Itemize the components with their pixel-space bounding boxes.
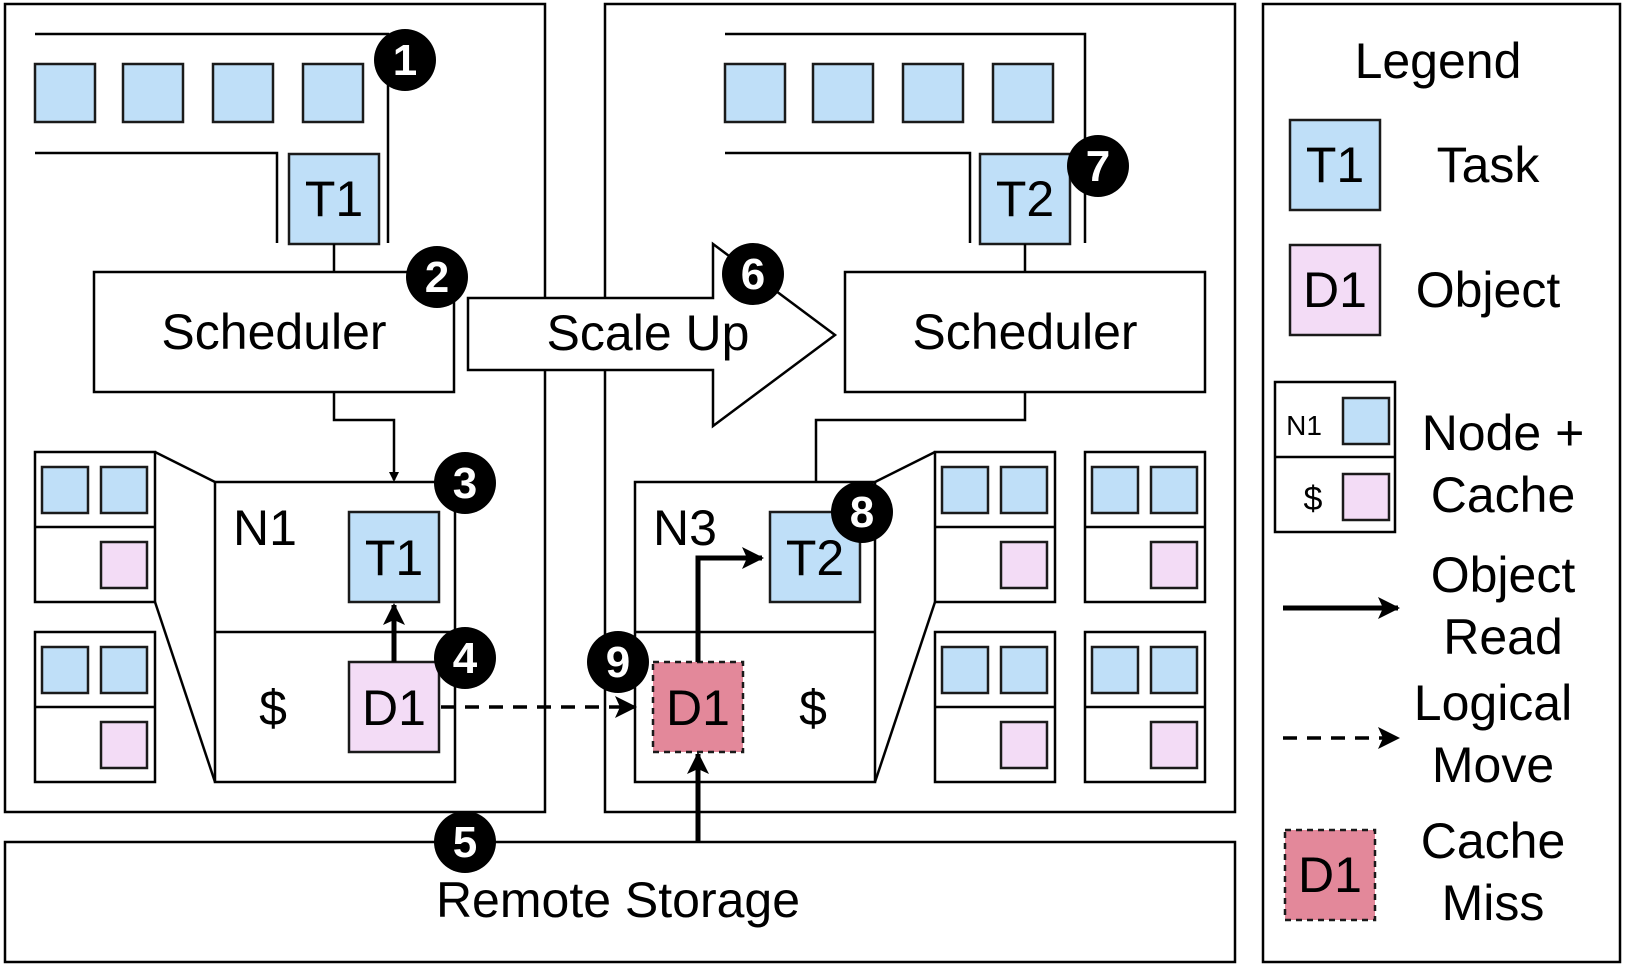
remote-storage-label: Remote Storage (436, 872, 800, 928)
right-task-queue: T2 (723, 32, 1087, 246)
left-scheduler-label: Scheduler (161, 304, 386, 360)
legend-title: Legend (1355, 33, 1522, 89)
object-d1-cached-label: D1 (362, 680, 426, 736)
legend-cache-miss-label-2: Miss (1442, 875, 1545, 931)
task-t1-queued (287, 152, 381, 246)
legend-object-label: Object (1416, 262, 1561, 318)
svg-text:3: 3 (453, 459, 477, 508)
task-t1-running (347, 510, 441, 604)
legend-cache-miss-label-1: Cache (1421, 813, 1566, 869)
svg-text:T1: T1 (1306, 137, 1364, 193)
queue-task (121, 62, 185, 124)
svg-text:4: 4 (453, 634, 478, 683)
svg-text:6: 6 (741, 250, 765, 299)
step-badge-3: 3 (434, 452, 496, 514)
step-badge-5: 5 (434, 811, 496, 873)
step-badge-7: 7 (1067, 135, 1129, 197)
left-scheduler (92, 270, 456, 394)
svg-text:1: 1 (393, 36, 417, 85)
step-badge-1: 1 (374, 29, 436, 91)
legend-logical-move-label-1: Logical (1414, 675, 1572, 731)
step-badge-8: 8 (831, 481, 893, 543)
legend-cache-miss-swatch (1283, 828, 1377, 922)
svg-text:9: 9 (606, 638, 630, 687)
step-badge-2: 2 (406, 246, 468, 308)
queue-task (33, 62, 97, 124)
svg-text:2: 2 (425, 253, 449, 302)
task-t2-queued (978, 152, 1072, 246)
task-t1-running-label: T1 (365, 530, 423, 586)
task-t2-queued-label: T2 (996, 171, 1054, 227)
cache-symbol-n3: $ (799, 680, 827, 736)
legend-object-read-label-2: Read (1443, 609, 1563, 665)
legend-logical-move-label-2: Move (1432, 737, 1554, 793)
svg-text:D1: D1 (1303, 262, 1367, 318)
task-t2-running-label: T2 (786, 530, 844, 586)
left-other-nodes (33, 450, 157, 784)
queue-task (301, 62, 365, 124)
legend-node-cache-swatch: N1 $ (1273, 380, 1397, 534)
step-badge-6: 6 (722, 243, 784, 305)
object-d1-cached (347, 660, 441, 754)
legend-task-swatch (1288, 118, 1382, 212)
scale-up-label: Scale Up (547, 305, 750, 361)
remote-storage (3, 840, 1237, 964)
legend-object-swatch (1288, 243, 1382, 337)
task-t1-queued-label: T1 (305, 171, 363, 227)
legend-node-cache-label-2: Cache (1431, 467, 1576, 523)
step-badge-9: 9 (587, 631, 649, 693)
svg-text:7: 7 (1086, 142, 1110, 191)
right-scheduler-label: Scheduler (912, 304, 1137, 360)
queue-task (211, 62, 275, 124)
svg-text:5: 5 (453, 818, 477, 867)
right-other-nodes (933, 450, 1207, 784)
legend-node-cache-label-1: Node + (1422, 405, 1585, 461)
right-scheduler (843, 270, 1207, 394)
svg-text:8: 8 (850, 488, 874, 537)
object-d1-cache-miss-label: D1 (666, 680, 730, 736)
step-badge-4: 4 (434, 627, 496, 689)
cache-symbol-n1: $ (259, 680, 287, 736)
legend-object-read-label-1: Object (1431, 547, 1576, 603)
svg-text:$: $ (1304, 480, 1323, 518)
left-task-queue: T1 (33, 32, 390, 246)
legend-task-label: Task (1437, 137, 1541, 193)
node-n3-label: N3 (653, 500, 717, 556)
svg-text:N1: N1 (1286, 410, 1322, 441)
node-n1-label: N1 (233, 500, 297, 556)
svg-text:D1: D1 (1298, 847, 1362, 903)
